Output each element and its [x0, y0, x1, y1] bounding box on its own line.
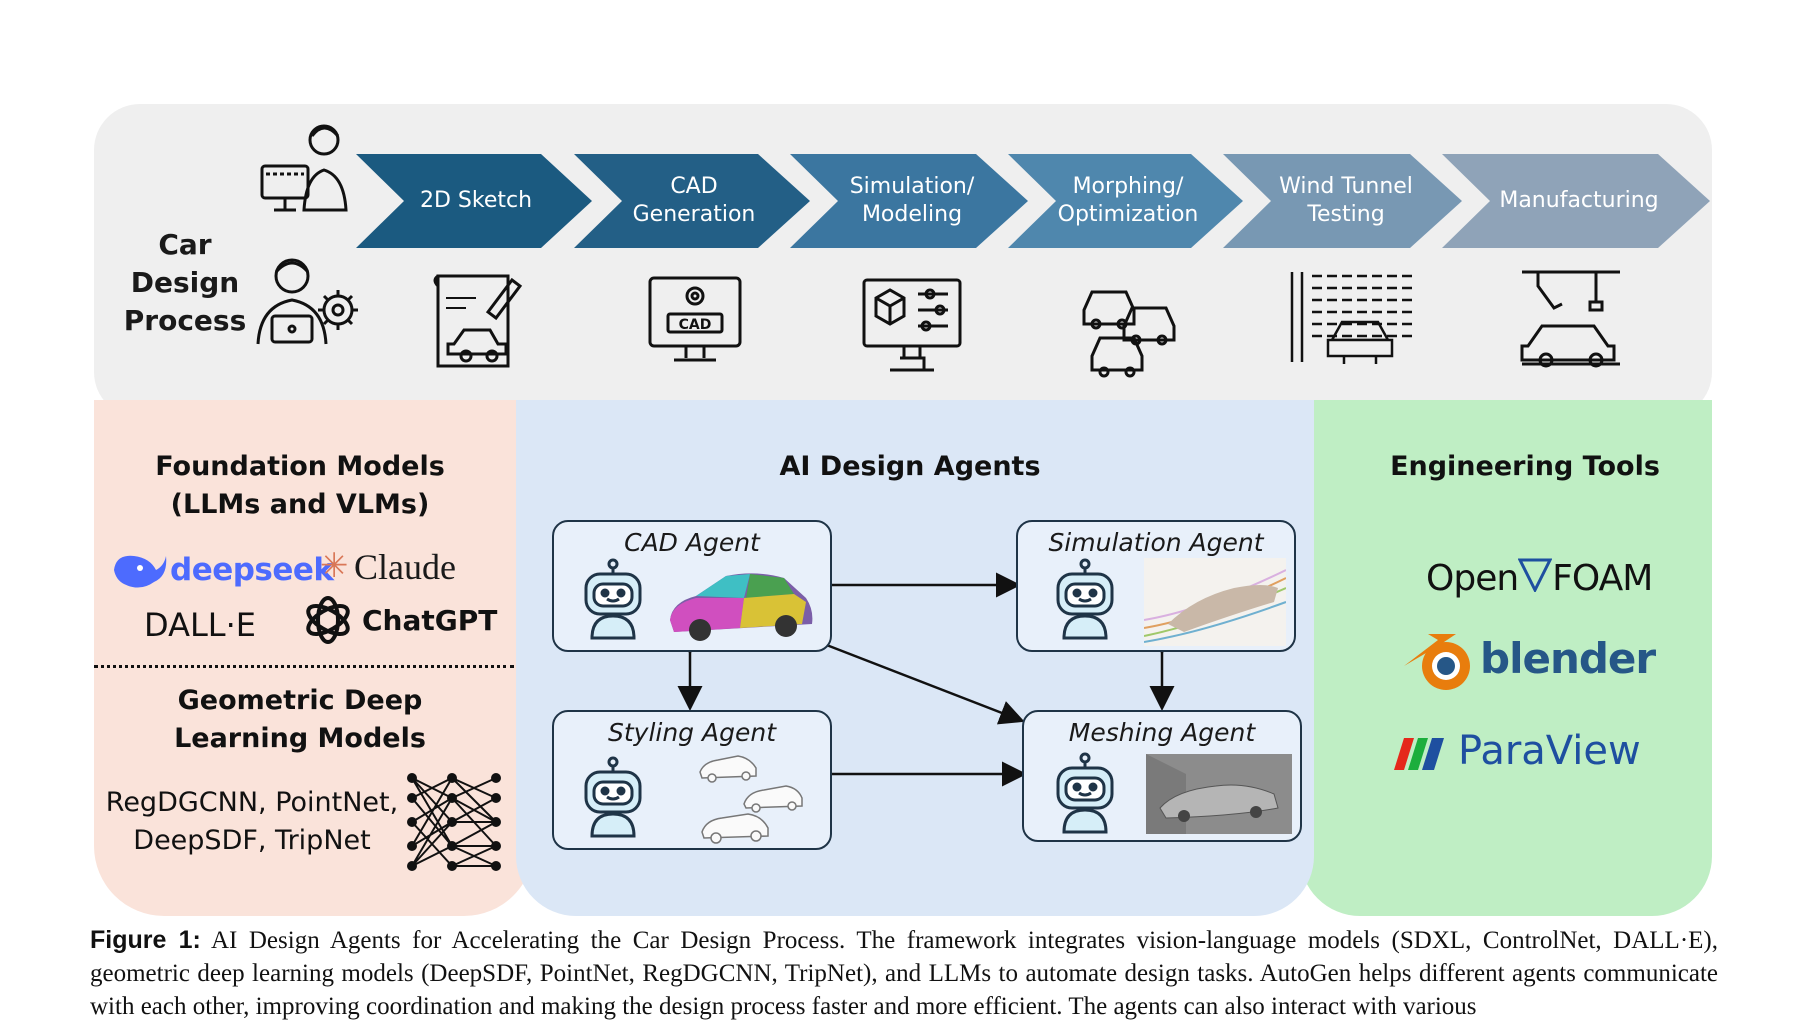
foundation-title-line2: (LLMs and VLMs): [170, 489, 430, 520]
mesh-car-image: [1146, 754, 1292, 834]
wind-tunnel-icon: [1290, 272, 1412, 364]
openfoam-text-open: Open: [1426, 558, 1519, 599]
robot-icon: [584, 756, 642, 838]
process-label-line2: Process: [123, 304, 247, 337]
styling-agent-box: Styling Agent: [552, 710, 832, 850]
svg-text:CAD: CAD: [679, 317, 712, 333]
geometric-models-list: RegDGCNN, PointNet, DeepSDF, TripNet: [96, 784, 408, 860]
meshing-agent-box: Meshing Agent: [1022, 710, 1302, 842]
chatgpt-logo: ChatGPT: [362, 604, 498, 637]
stage-morphing-optimization: Morphing/Optimization: [1050, 154, 1206, 248]
stage-label: Manufacturing: [1499, 188, 1659, 213]
car-design-process-label: Car Design Process: [100, 226, 270, 340]
stage-label: Optimization: [1057, 202, 1199, 227]
stage-label: Morphing/: [1072, 174, 1184, 199]
figure-label: Figure 1:: [90, 926, 201, 954]
foundation-models-panel: [94, 400, 534, 916]
stage-label: Simulation/: [849, 174, 975, 199]
geo-models-line2: DeepSDF, TripNet: [133, 825, 371, 856]
foundation-title-line1: Foundation Models: [155, 451, 445, 482]
robot-arm-car-icon: [1520, 270, 1620, 368]
paraview-stripes-icon: [1394, 738, 1444, 770]
simulation-agent-box: Simulation Agent: [1016, 520, 1296, 652]
geo-title-line2: Learning Models: [174, 723, 426, 754]
chevron-manufacturing: [1442, 154, 1710, 248]
cad-monitor-icon: CAD: [648, 276, 742, 362]
styling-agent-label: Styling Agent: [607, 718, 777, 747]
chatgpt-knot-icon: [306, 596, 350, 644]
robot-icon: [1056, 558, 1114, 640]
ai-design-agents-title: AI Design Agents: [779, 451, 1041, 482]
openfoam-triangle-icon: [1517, 558, 1553, 594]
agent-connectors: [677, 572, 1175, 787]
blender-logo: blender: [1480, 634, 1656, 683]
engineering-tools-title: Engineering Tools: [1390, 451, 1660, 482]
chevron-morphing: [1008, 154, 1243, 248]
cad-agent-box: CAD Agent: [552, 520, 832, 652]
chevron-cad-generation: [574, 154, 810, 248]
simulation-monitor-icon: [862, 278, 962, 372]
car-sketches-image: [699, 755, 803, 844]
robot-icon: [584, 558, 642, 640]
meshing-agent-label: Meshing Agent: [1068, 718, 1256, 747]
foundation-divider: [94, 665, 514, 668]
stage-label: Wind Tunnel: [1279, 174, 1413, 199]
chevron-simulation: [790, 154, 1028, 248]
stage-label: Generation: [632, 202, 756, 227]
claude-logo: Claude: [354, 547, 456, 587]
paraview-logo: ParaView: [1458, 728, 1641, 774]
stage-label: Modeling: [861, 202, 963, 227]
dalle-logo: DALL·E: [144, 606, 257, 644]
claude-star-icon: ✳: [320, 546, 349, 586]
stage-manufacturing: Manufacturing: [1494, 154, 1664, 248]
connector-cad-meshing: [800, 625, 1025, 725]
cad-agent-label: CAD Agent: [624, 528, 760, 557]
simulation-agent-label: Simulation Agent: [1048, 528, 1264, 557]
blender-icon: [1404, 634, 1470, 690]
cfd-streamlines-image: [1144, 558, 1286, 646]
designer-at-computer-icon: [260, 124, 348, 212]
geo-title-line1: Geometric Deep: [177, 685, 423, 716]
engineer-with-gear-icon: [256, 258, 358, 345]
deepseek-logo: deepseek: [170, 552, 334, 588]
process-chevrons: [356, 154, 1710, 248]
cad-car-model-image: [670, 573, 813, 641]
car-variants-icon: [1082, 290, 1176, 378]
openfoam-text-foam: FOAM: [1552, 558, 1653, 599]
stage-2d-sketch: 2D Sketch: [400, 154, 552, 248]
stage-simulation-modeling: Simulation/Modeling: [836, 154, 988, 248]
sketch-car-icon: [433, 274, 523, 368]
neural-network-icon: [407, 773, 501, 871]
figure-caption: Figure 1: AI Design Agents for Accelerat…: [90, 924, 1718, 1023]
geo-models-line1: RegDGCNN, PointNet,: [105, 787, 399, 818]
foundation-models-title: Foundation Models (LLMs and VLMs): [120, 448, 480, 524]
stage-cad-generation: CAD Generation: [618, 154, 770, 248]
process-label-line1: Car Design: [130, 228, 240, 299]
stage-label: 2D Sketch: [419, 188, 533, 213]
deepseek-whale-icon: [114, 555, 167, 588]
chevron-2d-sketch: [356, 154, 592, 248]
figure-caption-text: AI Design Agents for Accelerating the Ca…: [90, 927, 1718, 1020]
robot-icon: [1056, 752, 1114, 834]
stage-label: Testing: [1307, 202, 1385, 227]
stage-label: CAD: [670, 174, 718, 199]
chevron-wind-tunnel: [1223, 154, 1462, 248]
geometric-models-title: Geometric Deep Learning Models: [120, 682, 480, 758]
engineering-tools-panel: [1300, 400, 1712, 916]
openfoam-logo: Open FOAM: [1426, 558, 1653, 599]
